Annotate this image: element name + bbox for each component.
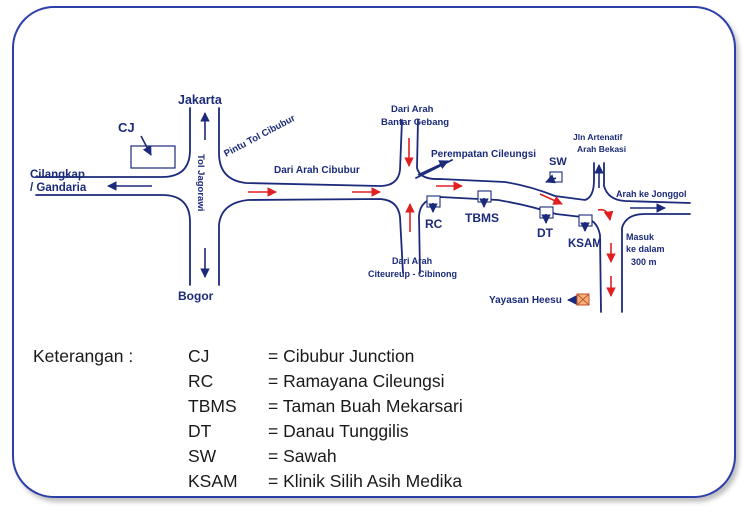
toll-road-east-edge-south (218, 198, 404, 286)
label-gandaria: / Gandaria (30, 182, 87, 194)
label-masuk-3: 300 m (631, 257, 657, 267)
label-bantar-1: Dari Arah (391, 104, 434, 115)
jonggol-road-south (621, 213, 691, 313)
cileungsi-road-south (418, 196, 602, 313)
roads (35, 107, 691, 313)
label-tol-jagorawi: Tol Jagorawi (195, 154, 206, 211)
sw-pointer (545, 174, 557, 184)
label-cilangkap: Cilangkap (30, 169, 85, 181)
label-pintu-tol: Pintu Tol Cibubur (222, 113, 297, 160)
legend-name: = Ramayana Cileungsi (268, 371, 445, 391)
arrow-to-perempatan (417, 160, 449, 176)
label-jln-artenatif: Jln Artenatif (573, 132, 622, 142)
perempatan-link (415, 159, 453, 179)
cileungsi-road-north (416, 119, 595, 201)
route-arrow-4 (539, 193, 563, 205)
yayasan-marker-cross (576, 293, 590, 306)
legend-title: Keterangan : (33, 346, 134, 366)
cj-marker (130, 145, 176, 169)
label-rc: RC (425, 217, 443, 231)
legend-name: = Cibubur Junction (268, 346, 415, 366)
label-jakarta: Jakarta (178, 93, 223, 107)
label-ksam: KSAM (568, 238, 602, 250)
label-tbms: TBMS (465, 211, 499, 225)
label-bogor: Bogor (178, 289, 214, 303)
legend-abbr: RC (188, 371, 214, 391)
landmarks (130, 135, 593, 306)
legend-abbr: DT (188, 421, 212, 441)
route-arrows (248, 138, 616, 297)
legend-name: = Danau Tunggilis (268, 421, 409, 441)
label-jonggol: Arah ke Jonggol (616, 189, 687, 199)
label-arah-bekasi: Arah Bekasi (577, 144, 626, 154)
label-citeureup-1: Dari Arah (392, 256, 432, 266)
label-masuk-2: ke dalam (626, 244, 665, 254)
label-dt: DT (537, 226, 554, 240)
legend-name: = Taman Buah Mekarsari (268, 396, 463, 416)
bekasi-road-east (603, 162, 691, 204)
legend-abbr: SW (188, 446, 217, 466)
label-yayasan: Yayasan Heesu (489, 295, 562, 306)
label-sw: SW (549, 156, 567, 168)
label-cj: CJ (118, 120, 135, 135)
label-bantar-2: Bantar Gebang (381, 117, 449, 128)
cj-pointer (140, 135, 152, 156)
toll-road-west-edge-south (35, 194, 191, 286)
label-dari-cibubur: Dari Arah Cibubur (274, 165, 360, 176)
legend-abbr: TBMS (188, 396, 237, 416)
legend-name: = Klinik Silih Asih Medika (268, 471, 463, 491)
route-arrow-turn (597, 208, 614, 221)
direction-arrows (107, 112, 666, 305)
toll-road-west-edge (35, 107, 191, 178)
label-citeureup-2: Citeureup - Cibinong (368, 269, 457, 279)
label-masuk-1: Masuk (626, 232, 655, 242)
label-perempatan: Perempatan Cileungsi (431, 149, 536, 160)
legend-abbr: CJ (188, 346, 210, 366)
toll-road-east-edge (218, 107, 403, 187)
legend-name: = Sawah (268, 446, 337, 466)
legend-abbr: KSAM (188, 471, 238, 491)
map-frame (12, 6, 736, 498)
